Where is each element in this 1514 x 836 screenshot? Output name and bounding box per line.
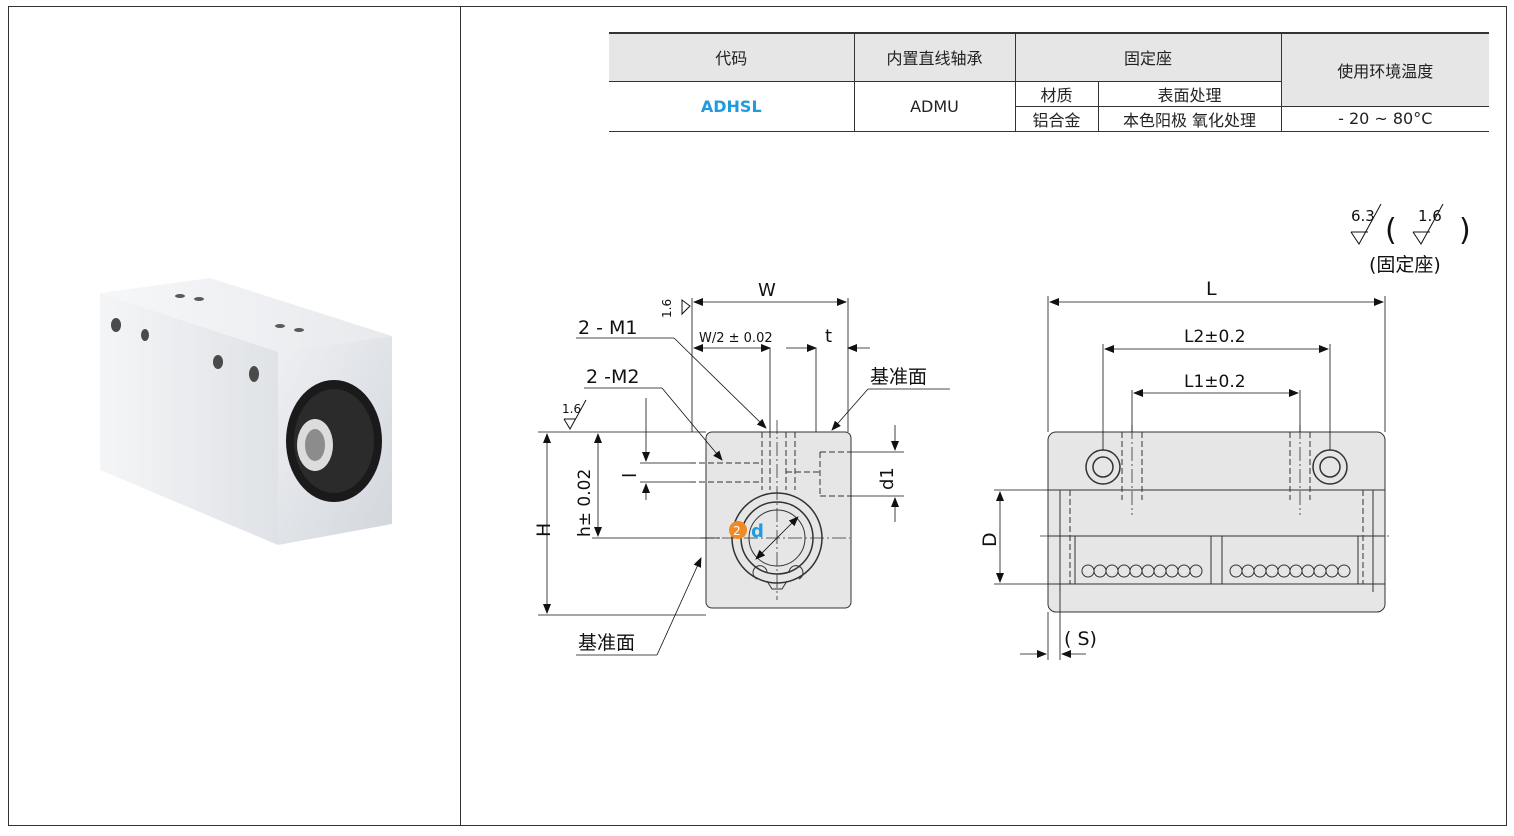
dim-W2: W/2 ± 0.02 (699, 331, 773, 346)
dim-D: D (979, 532, 1001, 547)
block-side-face (100, 293, 278, 545)
dim-h: h± 0.02 (575, 469, 595, 537)
rough-left-value: 1.6 (562, 402, 581, 416)
block-top-face (100, 278, 392, 352)
side-view: L L2±0.2 L1±0.2 D ( S) (979, 278, 1392, 660)
label-M2: 2 -M2 (586, 366, 639, 388)
header-surface: 表面处理 (1097, 80, 1282, 107)
mount-hole (249, 366, 259, 382)
header-code: 代码 (609, 32, 855, 82)
ref-plane-top: 基准面 (870, 366, 927, 388)
mount-hole (141, 329, 149, 341)
mount-hole (213, 355, 223, 369)
svg-text:1.6: 1.6 (1418, 207, 1442, 225)
dim-S: ( S) (1064, 628, 1097, 650)
svg-text:): ) (1459, 213, 1471, 248)
product-photo (100, 278, 392, 545)
header-temp: 使用环境温度 (1280, 32, 1489, 107)
dim-L: L (1206, 278, 1217, 300)
roughness-caption: (固定座) (1369, 254, 1441, 276)
top-hole (194, 297, 204, 301)
dim-l: l (619, 473, 641, 478)
dim-L1: L1±0.2 (1184, 372, 1246, 392)
cell-temp: - 20 ~ 80°C (1280, 105, 1489, 132)
roughness-symbol: 6.3 ( 1.6 ) (固定座) (1350, 203, 1471, 276)
cell-material: 铝合金 (1014, 105, 1099, 132)
top-hole (294, 328, 304, 332)
header-bearing: 内置直线轴承 (853, 32, 1016, 82)
label-M1: 2 - M1 (578, 317, 638, 339)
dim-H: H (533, 523, 555, 537)
rough-top-value: 1.6 (660, 299, 674, 318)
svg-text:2: 2 (733, 524, 741, 538)
mount-hole (111, 318, 121, 332)
dim-d: d (751, 521, 764, 542)
top-hole (275, 324, 285, 328)
top-hole (175, 294, 185, 298)
dim-d1: d1 (877, 467, 898, 490)
dim-t: t (825, 326, 832, 347)
dim-L2: L2±0.2 (1184, 327, 1246, 347)
front-view: W 1.6 W/2 ± 0.02 t 2 - M1 2 -M2 基准面 1.6 … (533, 280, 950, 656)
cell-surface: 本色阳极 氧化处理 (1097, 105, 1282, 132)
spec-table: 代码 内置直线轴承 固定座 使用环境温度 ADHSL ADMU 材质 表面处理 … (609, 32, 1489, 132)
panel-divider (460, 6, 461, 826)
diameter-badge (729, 521, 747, 539)
ball-row (1081, 564, 1351, 578)
cell-bearing: ADMU (853, 80, 1016, 132)
svg-text:(: ( (1385, 213, 1397, 248)
dim-W: W (758, 280, 776, 301)
ref-plane-bottom: 基准面 (578, 632, 635, 654)
svg-text:6.3: 6.3 (1351, 207, 1375, 225)
cell-code: ADHSL (609, 80, 855, 132)
header-housing: 固定座 (1014, 32, 1282, 82)
outer-frame (8, 6, 1507, 826)
header-material: 材质 (1014, 80, 1099, 107)
